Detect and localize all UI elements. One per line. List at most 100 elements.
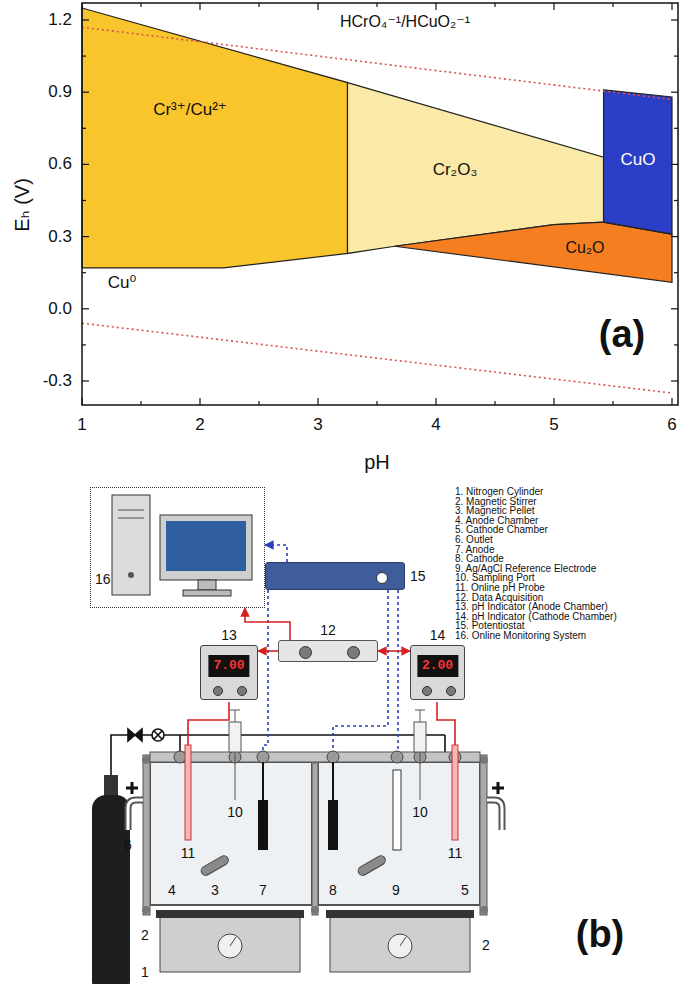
computer-icon: [112, 495, 252, 596]
tick-label: 1.2: [48, 11, 72, 29]
axis-tick: [494, 401, 495, 405]
tick-label: 6: [667, 416, 676, 434]
computer-icon: [198, 580, 216, 590]
callout-number: 10: [412, 805, 428, 820]
axis-tick: [82, 344, 86, 345]
axis-tick: [674, 55, 678, 56]
region-label: Cu⁰: [108, 274, 137, 292]
sampling-syringe: [420, 752, 421, 800]
ph-indicator: 137.00: [200, 645, 258, 700]
region-label: Cr₂O₃: [433, 161, 478, 179]
axis-tick: [553, 3, 554, 10]
sampling-syringe: [235, 752, 236, 800]
axis-tick: [671, 380, 678, 381]
display-reading: 2.00: [417, 655, 458, 677]
callout-number: 5: [461, 883, 469, 898]
ph-probe: [185, 745, 191, 840]
axis-tick: [553, 398, 554, 405]
callout-number: 4: [168, 883, 176, 898]
callout-number: 10: [227, 805, 243, 820]
callout-number: 9: [392, 883, 400, 898]
tick-label: 0.0: [48, 300, 72, 318]
computer-icon: [183, 590, 231, 596]
axis-tick: [671, 92, 678, 93]
oxide-region: [604, 90, 672, 234]
tick-label: 4: [431, 416, 440, 434]
signal-wire: [188, 702, 229, 745]
signal-wire: [437, 702, 455, 745]
callout-number: 11: [448, 846, 463, 861]
signal-connector: [378, 650, 410, 652]
callout-number: 13: [221, 628, 237, 643]
axis-tick: [612, 401, 613, 405]
nitrogen-cylinder: [92, 775, 130, 984]
axis-tick: [435, 398, 436, 405]
reactor-chamber: [150, 752, 480, 762]
port-knob: [327, 751, 339, 763]
ph-indicator: 142.00: [410, 645, 465, 700]
computer-icon: [160, 515, 252, 580]
axis-tick: [671, 3, 672, 10]
reactor-chamber: [143, 755, 150, 915]
region-label: HCrO₄⁻¹/HCuO₂⁻¹: [340, 14, 470, 31]
button-dot: [446, 686, 456, 696]
axis-tick: [674, 344, 678, 345]
sampling-syringe: [229, 722, 241, 752]
callout-number: 3: [211, 883, 219, 898]
tick-label: 1: [77, 416, 86, 434]
magnetic-stirrer: [156, 910, 304, 918]
button-dot: [347, 646, 360, 659]
signal-wire: [397, 590, 399, 770]
reactor-chamber: [480, 756, 488, 764]
sampling-syringe: [420, 710, 421, 722]
axis-tick: [199, 398, 200, 405]
axis-tick: [140, 401, 141, 405]
callout-number: 2: [141, 928, 149, 943]
electrode: [332, 762, 334, 800]
axis-tick: [82, 236, 89, 237]
axis-title: Eₕ (V): [12, 178, 33, 232]
tick-label: -0.3: [43, 372, 72, 390]
reactor-chamber: [312, 755, 318, 915]
panel-label: (b): [576, 915, 625, 955]
magnetic-stirrer: [330, 912, 470, 972]
legend-item: 16. Online Monitoring System: [455, 631, 586, 642]
magnetic-pellet: [357, 854, 387, 877]
callout-number: 8: [329, 883, 337, 898]
water-stability-line: [82, 27, 672, 99]
signal-connector: [245, 608, 290, 640]
button-dot: [422, 686, 432, 696]
outlet-pipe: [487, 800, 502, 830]
electrode: [393, 770, 401, 850]
pourbaix-plot: [82, 3, 678, 405]
gas-line: [128, 729, 142, 741]
magnetic-stirrer: [230, 937, 236, 946]
axis-tick: [674, 272, 678, 273]
tick-label: 0.6: [48, 155, 72, 173]
axis-tick: [82, 200, 86, 201]
axis-tick: [82, 164, 89, 165]
computer-icon: [118, 518, 144, 519]
ph-probe: [452, 745, 458, 840]
sampling-syringe: [414, 722, 426, 752]
port-knob: [257, 751, 269, 763]
axis-tick: [612, 3, 613, 7]
reactor-chamber: [311, 906, 319, 914]
tick-label: 0.3: [48, 228, 72, 246]
sampling-syringe: [230, 710, 240, 711]
reactor-chamber: [142, 756, 150, 764]
axis-tick: [82, 308, 89, 309]
callout-number: 16: [95, 572, 111, 587]
outlet-pipe: [128, 800, 143, 830]
axis-tick: [317, 398, 318, 405]
electrode: [328, 800, 338, 850]
tick-label: 0.9: [48, 83, 72, 101]
tick-label: 3: [313, 416, 322, 434]
axis-tick: [376, 401, 377, 405]
magnetic-stirrer: [400, 937, 406, 946]
callout-number: 14: [430, 628, 446, 643]
potentiostat-box: 15: [265, 562, 405, 590]
